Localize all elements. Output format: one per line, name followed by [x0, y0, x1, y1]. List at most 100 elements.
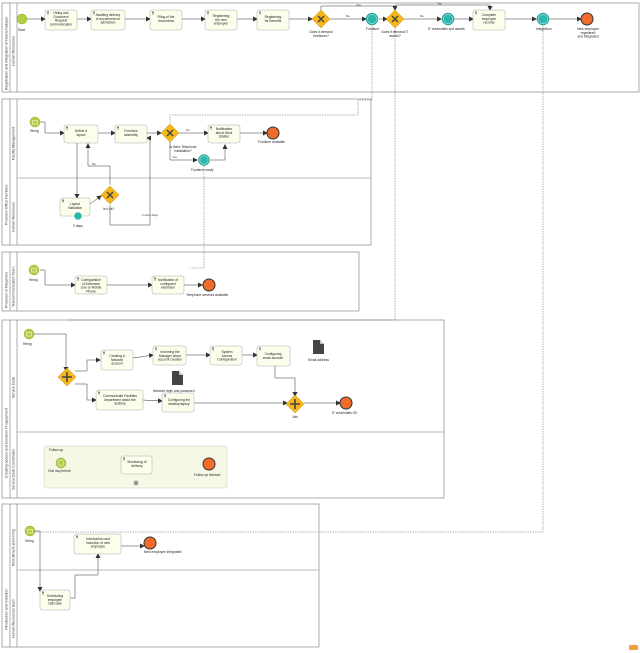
start-event-one-day-before	[55, 457, 67, 469]
start-event-hiring-it-label: Hiring	[23, 342, 32, 346]
pool-title-furniture: Provision Office Furniture	[5, 185, 9, 225]
gateway-it-assets	[385, 9, 405, 29]
furniture-event-label: Furniture	[366, 27, 379, 31]
timer-icon	[73, 211, 83, 221]
end-event-follow-up	[202, 457, 216, 471]
pool-registration	[1, 2, 640, 93]
end-event-integrated-label: New employee integrated	[144, 550, 182, 554]
gateway-furnitures	[311, 9, 331, 29]
end-event-registered	[580, 12, 594, 26]
gateway-telephone	[160, 123, 180, 143]
lane-title-hr-team: Human Resources team	[12, 599, 16, 638]
start-event-hiring-intro-label: Hiring	[25, 539, 34, 543]
start-event-hiring-telephone-label: Hiring	[29, 278, 38, 282]
lane-title-telecom: Telecommunication Team	[12, 267, 16, 307]
collapse-icon[interactable]	[133, 480, 139, 486]
gateway-join-label: Join	[292, 415, 298, 419]
flow-label-yes-2: Yes	[437, 2, 442, 6]
integration-event-label: Integration	[536, 27, 552, 31]
pool-furniture	[1, 98, 372, 246]
start-event-label: Start	[18, 28, 25, 32]
start-event-hiring-furniture	[29, 116, 41, 128]
integration-event	[536, 12, 550, 26]
start-event-hiring-intro	[24, 525, 36, 537]
pool-title-it: Creating access and provision IT equipme…	[5, 408, 9, 478]
start-event-one-day-label: One day before	[48, 469, 71, 473]
brand-logo	[629, 645, 638, 650]
document-icon-email	[313, 340, 324, 354]
furniture-event	[365, 12, 379, 26]
lane-title-hr-2: Human Resources	[12, 202, 16, 232]
it-credentials-event-label: IT credentials and assets	[428, 27, 465, 31]
lane-title-service-desk: Service Desk	[12, 377, 16, 398]
gateway-is-ok-label: Is it ok?	[103, 207, 115, 211]
pool-title-introduction: Introduction and Induction	[5, 589, 9, 630]
start-event-hiring-telephone	[28, 264, 40, 276]
flow-label-yes-3: Yes	[172, 155, 177, 159]
end-event-telephone	[202, 278, 216, 292]
pool-introduction	[1, 503, 320, 648]
end-event-follow-up-label: Follow up finished	[194, 473, 221, 477]
end-event-integrated	[143, 536, 157, 550]
end-event-furniture-label: Furniture available	[258, 140, 285, 144]
furniture-ready-event	[198, 154, 210, 166]
timer-label: 2 days	[73, 224, 83, 228]
pool-telephone	[1, 251, 360, 312]
flow-label-work-days: 2 work days	[142, 213, 159, 217]
furniture-ready-label: Furniture ready	[191, 168, 214, 172]
gateway-is-ok	[100, 185, 120, 205]
gateway-join	[285, 394, 305, 414]
start-event-hiring-label: Hiring	[30, 129, 39, 133]
gateway-parallel-split	[57, 367, 77, 387]
lane-title-hr: Human Resources	[12, 36, 16, 66]
it-credentials-event	[441, 12, 455, 26]
lane-title-sd-coordinator: Service Desk Coordinator	[12, 448, 16, 490]
document-icon-login	[172, 371, 183, 385]
pool-title-telephone: Provision of Telephone	[5, 272, 9, 308]
end-event-it-ok-label: IT credentials OK	[332, 411, 358, 415]
document-login-label: Network login and password	[153, 389, 195, 393]
start-event	[16, 13, 28, 25]
